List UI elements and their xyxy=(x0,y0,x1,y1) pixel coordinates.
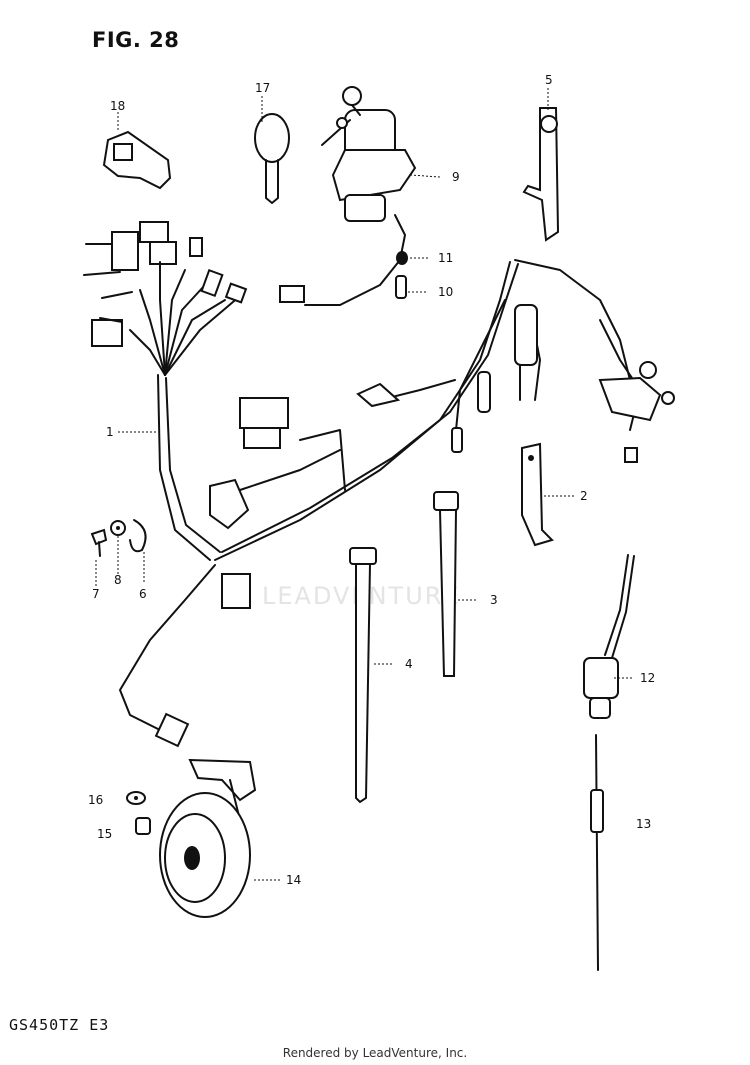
callout-15: 15 xyxy=(97,827,112,841)
callout-12: 12 xyxy=(640,671,655,685)
callout-10: 10 xyxy=(438,285,453,299)
callout-18: 18 xyxy=(110,99,125,113)
part-15-nut xyxy=(135,817,151,835)
part-17-key xyxy=(254,113,290,204)
part-4-band xyxy=(349,547,377,804)
callout-8: 8 xyxy=(114,573,122,587)
callout-1: 1 xyxy=(106,425,114,439)
part-6-clip xyxy=(129,519,147,553)
part-13-cable xyxy=(590,734,604,971)
callout-6: 6 xyxy=(139,587,147,601)
callout-4: 4 xyxy=(405,657,413,671)
callout-11: 11 xyxy=(438,251,453,265)
callout-13: 13 xyxy=(636,817,651,831)
part-14-horn xyxy=(159,758,257,918)
callout-17: 17 xyxy=(255,81,270,95)
harness-connectors xyxy=(154,304,675,748)
callout-3: 3 xyxy=(490,593,498,607)
callout-2: 2 xyxy=(580,489,588,503)
part-11-grommet xyxy=(396,251,408,265)
callout-9: 9 xyxy=(452,170,460,184)
callout-5: 5 xyxy=(545,73,553,87)
figure-title: FIG. 28 xyxy=(92,28,180,52)
part-1-wiring-harness xyxy=(119,259,641,731)
part-10-bulb xyxy=(395,275,407,299)
part-2-bracket xyxy=(521,442,554,547)
connector-bundle xyxy=(83,221,248,376)
leader-lines xyxy=(95,88,632,881)
part-3-band xyxy=(433,491,459,677)
part-7-screw xyxy=(90,528,108,557)
callout-16: 16 xyxy=(88,793,103,807)
part-9-ignition-switch xyxy=(279,86,417,306)
footer-credit: Rendered by LeadVenture, Inc. xyxy=(282,1046,468,1060)
callout-7: 7 xyxy=(92,587,100,601)
model-code: GS450TZ E3 xyxy=(9,1016,110,1034)
callout-14: 14 xyxy=(286,873,301,887)
part-12-cable-end xyxy=(583,554,635,719)
part-5 xyxy=(522,107,560,242)
part-18-clamp xyxy=(102,130,172,190)
part-16-washer xyxy=(126,791,146,805)
part-8-washer xyxy=(110,520,126,536)
